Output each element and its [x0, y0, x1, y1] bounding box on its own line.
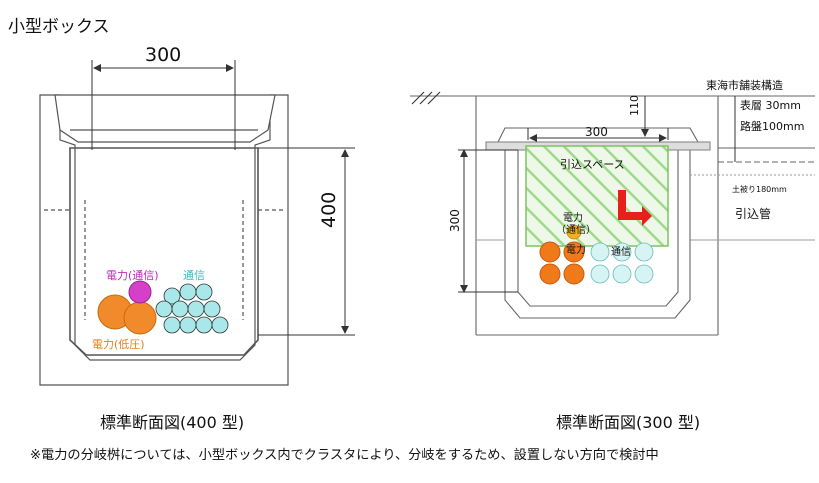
left-diagram: [39, 60, 355, 386]
cable-comm: [163, 316, 181, 334]
cable-comm: [634, 242, 654, 262]
label-right-power-comm: 電力: [563, 213, 583, 224]
cable-power-comm: [128, 280, 152, 304]
label-comm: 通信: [183, 269, 205, 282]
cable-comm: [187, 300, 205, 318]
cable-comm: [171, 300, 189, 318]
right-caption: 標準断面図(300 型): [556, 413, 701, 432]
footnote: ※電力の分岐桝については、小型ボックス内でクラスタにより、分岐をするため、設置し…: [30, 448, 659, 463]
label-right-comm: 通信: [611, 247, 631, 258]
cable-comm: [211, 316, 229, 334]
label-space: 引込スペース: [560, 158, 625, 171]
left-caption: 標準断面図(400 型): [100, 413, 245, 432]
label-right-power: 電力: [566, 245, 586, 256]
label-power-comm: 電力(通信): [106, 269, 159, 282]
page-title: 小型ボックス: [8, 17, 110, 37]
cable-comm: [195, 316, 213, 334]
cable-comm: [634, 264, 654, 284]
cable-comm: [195, 283, 213, 301]
cable-power: [539, 241, 561, 263]
red-arrow: [618, 190, 652, 226]
label-power-low: 電力(低圧): [92, 338, 145, 351]
label-right-power-comm2: （通信）: [556, 225, 596, 236]
right-width-dim: 300: [585, 125, 608, 139]
cable-comm: [179, 283, 197, 301]
right-cables: [539, 224, 654, 285]
label-soil: 土被り180mm: [732, 185, 787, 194]
cable-power-low: [123, 301, 157, 335]
left-height-dim: 400: [318, 191, 340, 228]
right-depth-dim: 110: [628, 95, 641, 116]
cable-comm: [590, 264, 610, 284]
entry-space: [525, 145, 669, 247]
cable-comm: [155, 300, 173, 318]
cable-comm: [612, 264, 632, 284]
cable-comm: [590, 242, 610, 262]
right-height-dim: 300: [448, 209, 462, 232]
label-surface: 表層 30mm: [740, 99, 801, 112]
cable-power: [563, 241, 585, 263]
cable-power: [563, 263, 585, 285]
label-base: 路盤100mm: [740, 120, 805, 133]
cable-comm: [203, 300, 221, 318]
cable-comm: [163, 287, 181, 305]
cable-comm: [612, 242, 632, 262]
left-outer-wall: [39, 94, 289, 386]
cable-comm: [179, 316, 197, 334]
label-road: 東海市舗装構造: [706, 79, 783, 92]
left-lid: [54, 94, 276, 143]
left-cables: [97, 280, 229, 335]
cable-power: [539, 263, 561, 285]
left-width-dim: 300: [145, 44, 182, 66]
label-duct: 引込管: [735, 207, 772, 221]
cable-power-comm: [566, 224, 582, 240]
